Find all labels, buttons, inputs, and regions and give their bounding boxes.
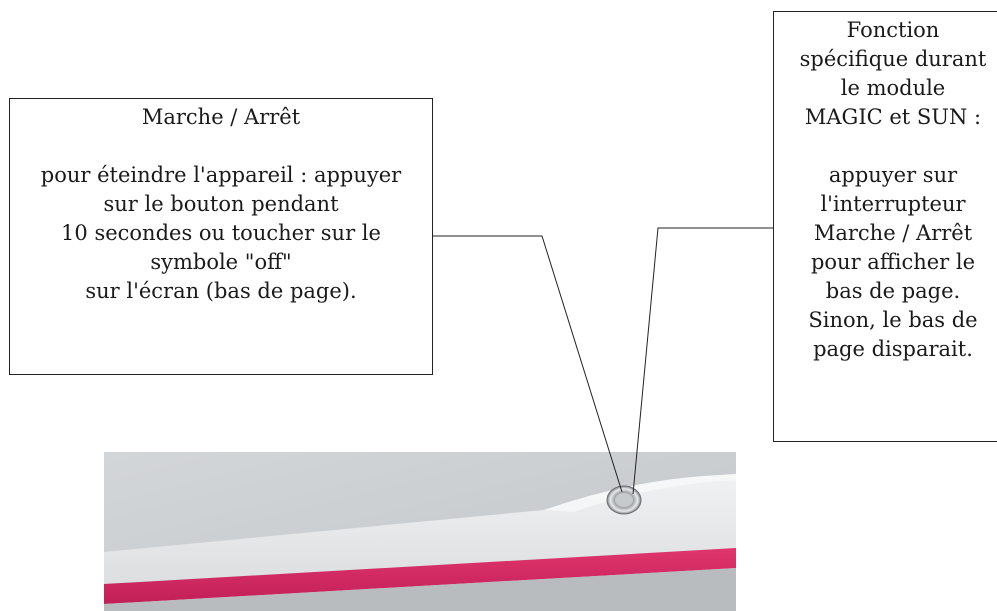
callout-line: 10 secondes ou toucher sur le <box>61 221 381 245</box>
left-callout-box: Marche / Arrêt pour éteindre l'appareil … <box>9 98 433 375</box>
callout-line: Marche / Arrêt <box>813 221 973 245</box>
callout-line: symbole "off" <box>150 250 292 274</box>
callout-title: Marche / Arrêt <box>141 105 301 129</box>
callout-title-line: MAGIC et SUN : <box>804 105 982 129</box>
callout-line: sur l'écran (bas de page). <box>85 279 357 303</box>
callout-line: bas de page. <box>825 279 961 303</box>
power-button-center <box>615 493 633 507</box>
device-base <box>104 568 736 611</box>
callout-title-line: spécifique durant <box>799 47 987 71</box>
callout-title-line: Fonction <box>846 18 940 42</box>
callout-line: appuyer sur <box>828 163 958 187</box>
callout-line: l'interrupteur <box>820 192 966 216</box>
right-callout-box: Fonction spécifique durant le module MAG… <box>773 11 997 442</box>
callout-line: pour éteindre l'appareil : appuyer <box>40 163 402 187</box>
callout-line: sur le bouton pendant <box>103 192 339 216</box>
device-photo <box>104 452 736 611</box>
device-illustration <box>104 452 736 611</box>
callout-line: Sinon, le bas de <box>808 308 978 332</box>
callout-title-line: le module <box>840 76 946 100</box>
device-pink-band <box>104 548 736 604</box>
callout-line: pour afficher le <box>810 250 976 274</box>
callout-line: page disparait. <box>813 337 973 361</box>
